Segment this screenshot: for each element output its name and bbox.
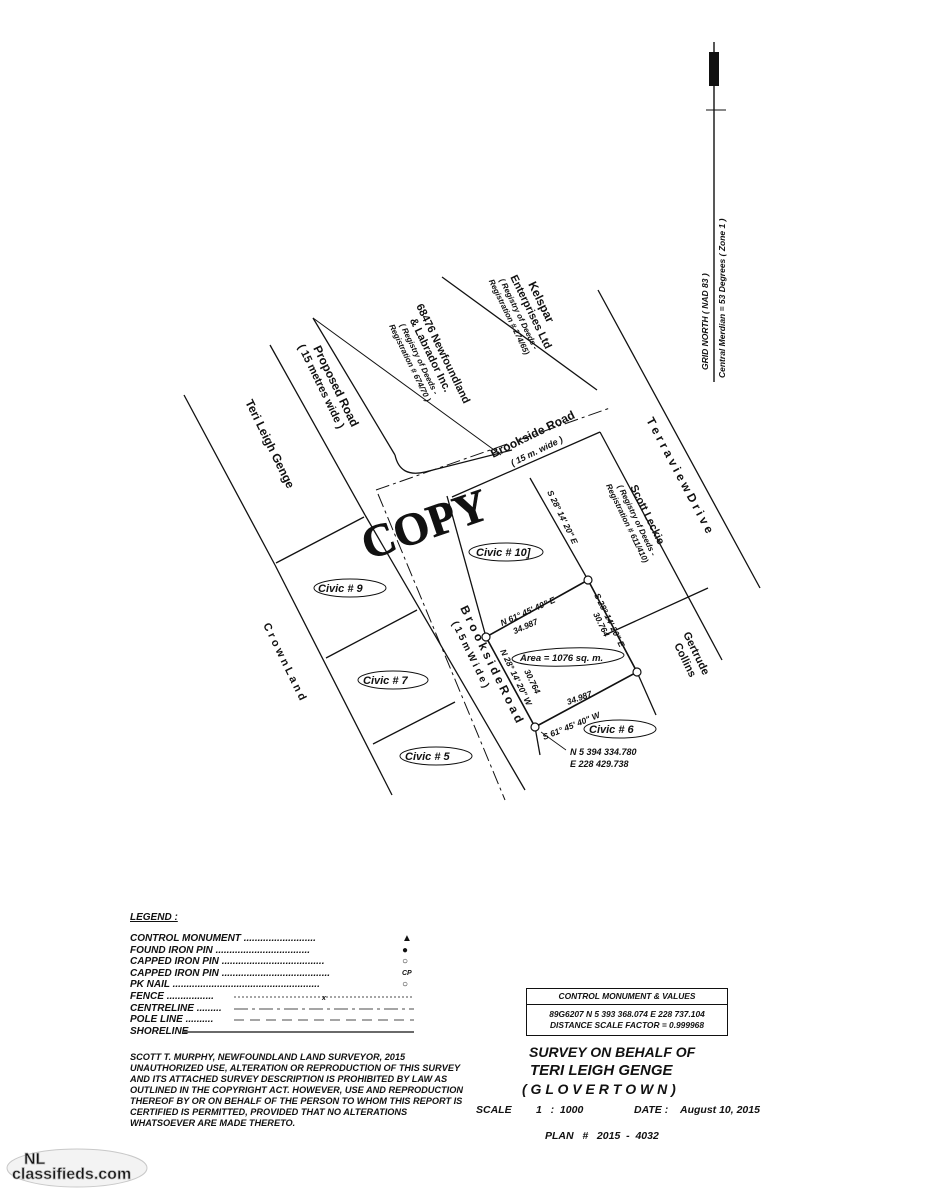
scale-value: 1 : 1000 [536, 1104, 584, 1116]
legend-row: CAPPED IRON PIN ........................… [130, 956, 409, 968]
legend-row: FENCE ................. x [130, 991, 430, 1003]
copyright-notice: SCOTT T. MURPHY, NEWFOUNDLAND LAND SURVE… [130, 1052, 463, 1128]
civic-10-label: Civic # 10] [476, 547, 531, 559]
grid-north-label: GRID NORTH ( NAD 83 ) [700, 273, 710, 370]
legend-row: POLE LINE .......... [130, 1014, 430, 1026]
nl-classifieds-logo: NL classifieds.com [6, 1144, 148, 1188]
gertrude-collins-owner-label: Gertrude Collins [671, 630, 711, 679]
legend-row: PK NAIL ................................… [130, 979, 409, 991]
civic-7-label: Civic # 7 [363, 675, 409, 687]
control-monument-box: CONTROL MONUMENT & VALUES 89G6207 N 5 39… [526, 988, 728, 1036]
scott-leckie-owner-label: Scott Leckie ( Registry of Deeds - Regis… [604, 482, 666, 564]
iron-pins [481, 575, 642, 732]
control-monument-title: CONTROL MONUMENT & VALUES [527, 989, 727, 1005]
parcel-lines [183, 276, 761, 796]
survey-location: ( G L O V E R T O W N ) [522, 1081, 676, 1097]
filled-circle-icon: ● [402, 944, 409, 956]
crown-land-label: C r o w n L a n d [260, 621, 308, 702]
fence-line-icon: x [234, 995, 414, 1002]
svg-text:x: x [321, 995, 327, 1002]
brookside-road-top-label: Brookside Road ( 15 m. wide ) [488, 408, 577, 468]
area-oval [511, 647, 625, 667]
shoreline-icon [184, 1031, 414, 1033]
survey-client-name: TERI LEIGH GENGE [530, 1062, 673, 1079]
proposed-road-label: Proposed Road ( 15 metres wide ) [295, 343, 362, 432]
kelspar-owner-label: Kelspar Enterprises Ltd ( Registry of De… [487, 273, 557, 356]
legend-row: CAPPED IRON PIN ........................… [130, 967, 412, 979]
legend-row: CENTRELINE ......... [130, 1003, 430, 1015]
bearing-scott: S 28° 14' 20" E [545, 488, 580, 545]
north-arrow: GRID NORTH ( NAD 83 ) Central Merdian = … [700, 42, 727, 382]
triangle-icon: ▲ [402, 933, 412, 944]
legend: LEGEND : CONTROL MONUMENT ..............… [130, 912, 430, 1037]
survey-on-behalf-of: SURVEY ON BEHALF OF [529, 1044, 696, 1060]
open-circle-icon: ○ [402, 979, 409, 991]
open-circle-icon: ○ [402, 956, 409, 968]
distance-scale-factor: DISTANCE SCALE FACTOR = 0.999968 [550, 1020, 704, 1030]
plan-number: PLAN # 2015 - 4032 [545, 1130, 659, 1142]
civic-5-label: Civic # 5 [405, 751, 451, 763]
civic-6-label: Civic # 6 [589, 724, 635, 736]
logo-nl-text: NL [24, 1151, 46, 1168]
central-meridian-label: Central Merdian = 53 Degrees ( Zone 1 ) [717, 218, 727, 378]
scale-label: SCALE [476, 1104, 512, 1116]
centrelines [375, 407, 611, 801]
corner-easting: E 228 429.738 [570, 759, 629, 769]
pole-line-icon [234, 1019, 414, 1021]
distance-south: 34.987 [565, 688, 594, 707]
centreline-icon [234, 1008, 414, 1009]
area-label: Area = 1076 sq. m. [519, 653, 603, 664]
teri-leigh-genge-label: Teri Leigh Genge [242, 397, 297, 491]
date-value: August 10, 2015 [680, 1104, 760, 1116]
legend-row: CONTROL MONUMENT .......................… [130, 933, 412, 944]
cp-symbol-icon: CP [402, 969, 412, 977]
legend-title: LEGEND : [130, 912, 178, 923]
legend-row: SHORELINE [130, 1026, 430, 1038]
civic-9-label: Civic # 9 [318, 583, 364, 595]
control-monument-values: 89G6207 N 5 393 368.074 E 228 737.104 [549, 1009, 705, 1019]
corner-northing: N 5 394 334.780 [570, 747, 637, 757]
legend-row: FOUND IRON PIN .........................… [130, 944, 409, 956]
civic-ovals [313, 542, 657, 766]
date-label: DATE : [634, 1104, 669, 1116]
logo-site-text: classifieds.com [12, 1166, 131, 1183]
